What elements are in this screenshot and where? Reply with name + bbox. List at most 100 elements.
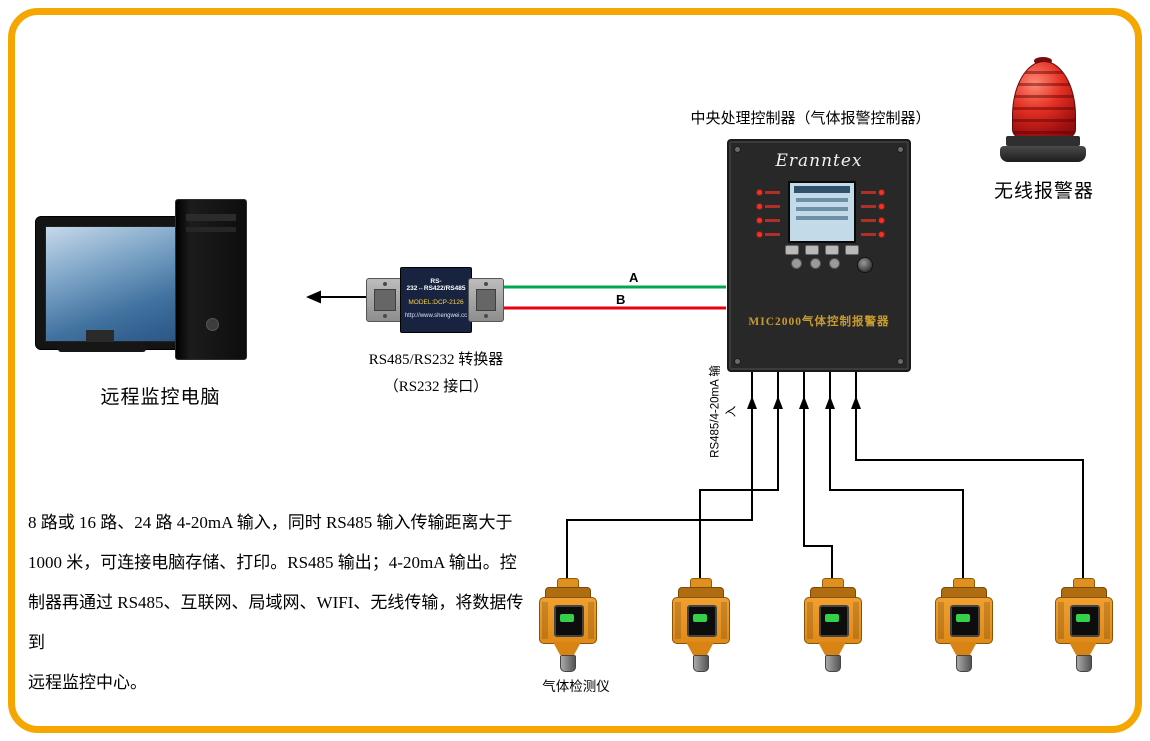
- detector-cone: [553, 642, 581, 655]
- tower-drive-slot: [186, 214, 236, 221]
- led-indicator: [879, 231, 884, 237]
- led-indicator: [757, 203, 762, 209]
- description-line-1: 8 路或 16 路、24 路 4-20mA 输入，同时 RS485 输入传输距离…: [28, 513, 513, 532]
- detector-cone: [818, 642, 846, 655]
- panel-button: [825, 245, 839, 255]
- led-caption: [861, 218, 876, 222]
- computer-label: 远程监控电脑: [100, 387, 221, 408]
- converter-label-line1: RS485/RS232 转换器: [368, 352, 504, 368]
- detector-cone: [1069, 642, 1097, 655]
- led-indicator: [757, 231, 762, 237]
- computer-tower: [175, 199, 247, 360]
- up-arrowhead-icon: [747, 396, 757, 409]
- converter-label-line2: （RS232 接口）: [383, 379, 489, 395]
- panel-button: [805, 245, 819, 255]
- description-line-3: 制器再通过 RS485、互联网、局域网、WIFI、无线传输，将数据传到: [28, 593, 524, 652]
- detector-line-2: [699, 368, 779, 580]
- led-caption: [765, 232, 780, 236]
- panel-round-button: [829, 258, 840, 269]
- monitor-stand-neck: [86, 330, 114, 342]
- led-caption: [861, 190, 876, 194]
- up-arrowhead-icon: [825, 396, 835, 409]
- connector-screw: [484, 314, 488, 318]
- description-line-4: 远程监控中心。: [28, 673, 147, 692]
- detector-sensor-head: [956, 655, 972, 672]
- beacon-collar: [1006, 136, 1080, 146]
- led-indicator: [879, 217, 884, 223]
- connector-screw: [383, 282, 387, 286]
- detector-sensor-head: [1076, 655, 1092, 672]
- description-line-2: 1000 米，可连接电脑存储、打印。RS485 输出；4-20mA 输出。控: [28, 553, 517, 572]
- detector-line-4: [829, 368, 964, 580]
- controller-lcd-screen: [788, 181, 856, 243]
- gas-detector: [535, 578, 599, 672]
- status-led-column-left: [757, 185, 783, 241]
- up-arrowhead-icon: [851, 396, 861, 409]
- detector-display-readout: [693, 614, 707, 622]
- led-caption: [765, 204, 780, 208]
- db9-plug: [476, 289, 496, 311]
- beacon-base: [1000, 146, 1086, 162]
- detector-display: [687, 605, 717, 637]
- led-caption: [861, 204, 876, 208]
- converter-text-2: MODEL:DCP-2126: [408, 299, 464, 306]
- panel-round-button: [791, 258, 802, 269]
- description-text: 8 路或 16 路、24 路 4-20mA 输入，同时 RS485 输入传输距离…: [28, 503, 533, 703]
- converter-body: RS-232↔RS422/RS485 MODEL:DCP-2126 http:/…: [400, 267, 472, 333]
- controller-button-row: [785, 245, 859, 255]
- detector-cone: [949, 642, 977, 655]
- detector-line-1: [566, 368, 753, 580]
- converter-text-1: RS-232↔RS422/RS485: [406, 278, 466, 292]
- converter-text-3: http://www.shengwei.cc: [404, 313, 468, 319]
- bus-vertical-label: RS485/4-20mA 输入: [709, 365, 738, 458]
- detector-display-readout: [956, 614, 970, 622]
- panel-button: [785, 245, 799, 255]
- converter-rs485-connector: [468, 278, 504, 322]
- gas-detector: [668, 578, 732, 672]
- detector-sensor-head: [825, 655, 841, 672]
- controller-brand: Eranntex: [775, 151, 863, 171]
- detector-display-readout: [560, 614, 574, 622]
- led-caption: [861, 232, 876, 236]
- controller-model-text: MIC2000气体控制报警器: [748, 316, 890, 328]
- detector-sensor-head: [693, 655, 709, 672]
- panel-screw: [897, 146, 904, 153]
- monitor-stand-base: [58, 342, 146, 352]
- wire-a-label: A: [629, 270, 639, 285]
- connector-screw: [383, 314, 387, 318]
- wireless-alarm-beacon: [1000, 57, 1086, 162]
- left-arrowhead-icon: [306, 290, 321, 304]
- tower-power-button: [206, 318, 219, 331]
- led-indicator: [757, 189, 762, 195]
- gas-alarm-controller: Eranntex MIC2000气体控制报警器: [727, 139, 911, 372]
- converter-label: RS485/RS232 转换器 （RS232 接口）: [350, 347, 522, 401]
- up-arrowhead-icon: [773, 396, 783, 409]
- status-led-column-right: [861, 185, 887, 241]
- panel-screw: [897, 358, 904, 365]
- up-arrowhead-icon: [799, 396, 809, 409]
- db9-plug: [374, 289, 396, 311]
- detector-cone: [686, 642, 714, 655]
- controller-button-row: [791, 258, 840, 269]
- panel-screw: [734, 358, 741, 365]
- panel-round-button: [810, 258, 821, 269]
- led-indicator: [879, 203, 884, 209]
- led-indicator: [879, 189, 884, 195]
- led-indicator: [757, 217, 762, 223]
- monitor-screen: [45, 226, 179, 342]
- gas-detector: [1051, 578, 1115, 672]
- converter-rs232-connector: [366, 278, 404, 322]
- lcd-text-row: [796, 198, 848, 202]
- detector-display-readout: [1076, 614, 1090, 622]
- wireless-alarm-label: 无线报警器: [993, 181, 1094, 202]
- wire-b-label: B: [616, 292, 625, 307]
- gas-detector: [800, 578, 864, 672]
- detector-line-3: [803, 368, 833, 580]
- lcd-text-row: [796, 216, 848, 220]
- lcd-text-row: [796, 207, 848, 211]
- led-caption: [765, 218, 780, 222]
- computer-monitor: [35, 216, 187, 350]
- gas-detector: [931, 578, 995, 672]
